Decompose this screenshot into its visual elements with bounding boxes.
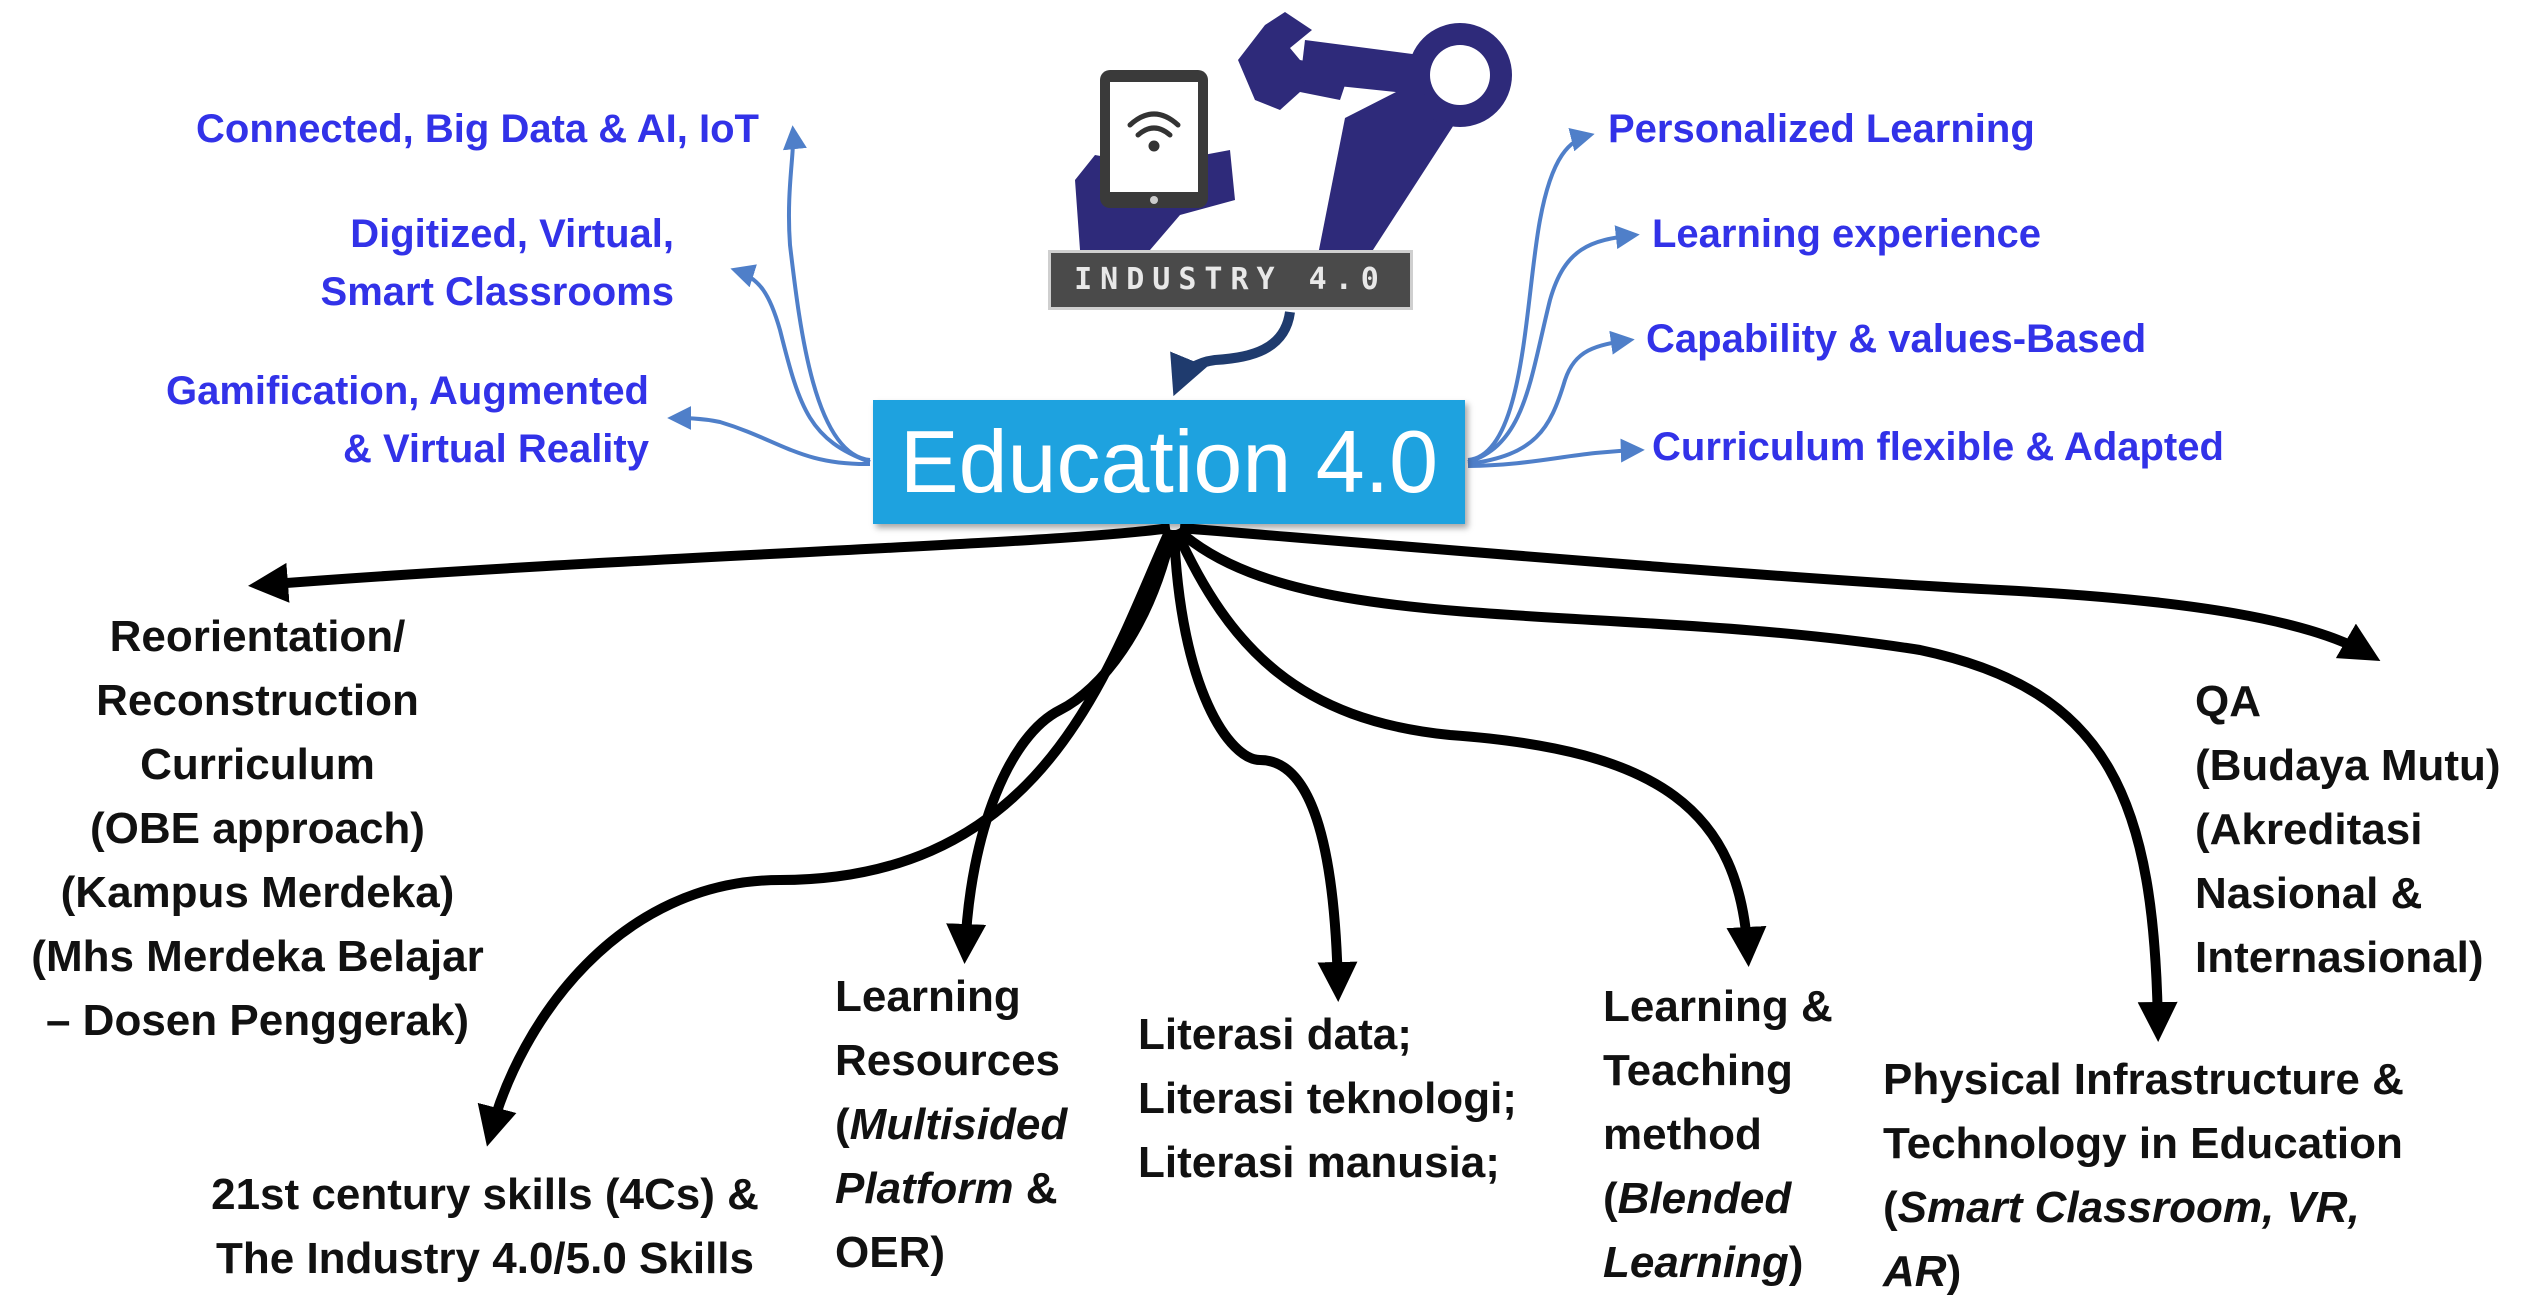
node-line: Reorientation/ xyxy=(109,612,406,661)
node-text-italic: Blended xyxy=(1617,1174,1792,1223)
node-curriculum: Reorientation/ Reconstruction Curriculum… xyxy=(5,605,510,1053)
node-text: ( xyxy=(1603,1174,1618,1223)
left-item-line: Smart Classrooms xyxy=(320,270,674,314)
node-text-italic: Learning xyxy=(1603,1238,1789,1287)
node-line: OER) xyxy=(835,1228,945,1277)
node-text-italic: Multisided xyxy=(849,1100,1068,1149)
central-node-education-4: Education 4.0 xyxy=(873,400,1465,524)
node-text-italic: Smart Classroom, VR, xyxy=(1897,1183,2360,1232)
node-line: (Mhs Merdeka Belajar xyxy=(31,932,484,981)
left-item-gamification: Gamification, Augmented & Virtual Realit… xyxy=(166,362,649,478)
node-qa: QA (Budaya Mutu) (Akreditasi Nasional & … xyxy=(2195,670,2501,990)
node-line: Literasi data; xyxy=(1138,1010,1412,1059)
node-line: Learning & xyxy=(1603,982,1833,1031)
right-item-capability: Capability & values-Based xyxy=(1646,310,2146,368)
node-text: ) xyxy=(1946,1247,1962,1296)
wifi-icon xyxy=(1127,111,1181,152)
left-item-line: Gamification, Augmented xyxy=(165,369,649,413)
node-line: (OBE approach) xyxy=(90,804,425,853)
node-text: ( xyxy=(835,1100,850,1149)
right-item-line: Learning experience xyxy=(1652,212,2042,256)
industry-4-badge: INDUSTRY 4.0 xyxy=(1048,250,1413,310)
node-infrastructure: Physical Infrastructure & Technology in … xyxy=(1883,1048,2404,1304)
node-skills: 21st century skills (4Cs) & The Industry… xyxy=(185,1163,785,1291)
node-line: Learning) xyxy=(1603,1231,1833,1295)
node-text-italic: Platform xyxy=(835,1164,1014,1213)
node-line: method xyxy=(1603,1110,1762,1159)
node-line: Platform & xyxy=(835,1157,1067,1221)
right-item-line: Curriculum flexible & Adapted xyxy=(1652,425,2224,469)
industry-logo-illustration xyxy=(1075,12,1512,397)
node-learning-resources: Learning Resources (Multisided Platform … xyxy=(835,965,1067,1285)
node-line: Internasional) xyxy=(2195,933,2484,982)
node-line: Nasional & xyxy=(2195,869,2423,918)
right-item-line: Personalized Learning xyxy=(1608,107,2035,151)
node-line: – Dosen Penggerak) xyxy=(45,996,470,1045)
node-line: (Multisided xyxy=(835,1093,1067,1157)
node-line: Reconstruction xyxy=(96,676,419,725)
node-line: AR) xyxy=(1883,1240,2404,1304)
node-line: Literasi teknologi; xyxy=(1138,1074,1517,1123)
right-item-line: Capability & values-Based xyxy=(1646,317,2147,361)
left-item-connected: Connected, Big Data & AI, IoT xyxy=(196,100,759,158)
node-literacy: Literasi data; Literasi teknologi; Liter… xyxy=(1138,1003,1517,1195)
node-line: (Blended xyxy=(1603,1167,1833,1231)
node-text: & xyxy=(1013,1164,1058,1213)
node-text: ) xyxy=(1788,1238,1804,1287)
right-item-personalized: Personalized Learning xyxy=(1608,100,2035,158)
node-line: Learning xyxy=(835,972,1021,1021)
node-line: (Budaya Mutu) xyxy=(2195,741,2501,790)
node-line: (Akreditasi xyxy=(2195,805,2423,854)
right-item-experience: Learning experience xyxy=(1652,205,2041,263)
node-teaching-method: Learning & Teaching method (Blended Lear… xyxy=(1603,975,1833,1295)
node-line: (Kampus Merdeka) xyxy=(60,868,455,917)
robot-arm-icon xyxy=(1315,90,1470,270)
node-text-italic: AR xyxy=(1883,1247,1947,1296)
node-line: Teaching xyxy=(1603,1046,1793,1095)
node-line: Resources xyxy=(835,1036,1061,1085)
node-line: 21st century skills (4Cs) & xyxy=(211,1170,759,1219)
left-item-digitized: Digitized, Virtual, Smart Classrooms xyxy=(321,205,674,321)
right-item-curriculum: Curriculum flexible & Adapted xyxy=(1652,418,2224,476)
node-line: Literasi manusia; xyxy=(1138,1138,1500,1187)
node-line: (Smart Classroom, VR, xyxy=(1883,1176,2404,1240)
left-item-line: & Virtual Reality xyxy=(342,427,649,471)
node-line: QA xyxy=(2195,677,2261,726)
left-item-line: Digitized, Virtual, xyxy=(350,212,674,256)
node-line: The Industry 4.0/5.0 Skills xyxy=(216,1234,754,1283)
left-item-line: Connected, Big Data & AI, IoT xyxy=(196,107,759,151)
node-line: Technology in Education xyxy=(1883,1119,2403,1168)
node-text: ( xyxy=(1883,1183,1898,1232)
node-line: Physical Infrastructure & xyxy=(1883,1055,2404,1104)
node-line: Curriculum xyxy=(140,740,375,789)
